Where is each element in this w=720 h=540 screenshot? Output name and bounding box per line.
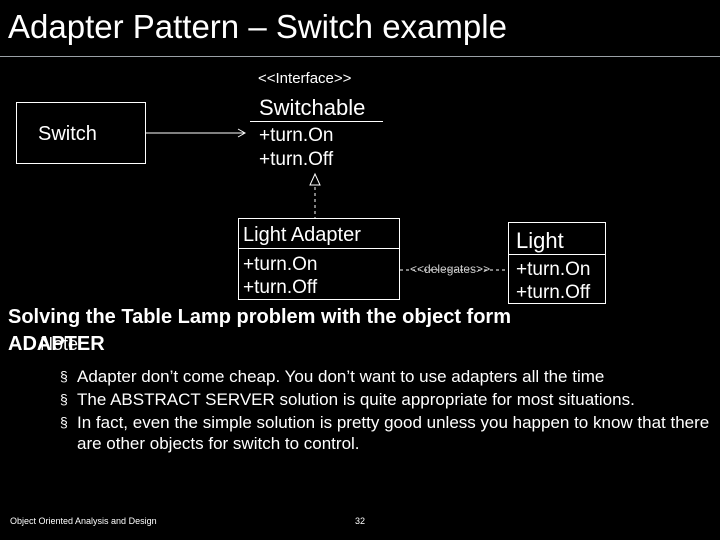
- slide-title: Adapter Pattern – Switch example: [8, 8, 507, 45]
- interface-name: Switchable: [259, 95, 366, 120]
- association-arrowhead: [237, 128, 247, 138]
- light-op-turn-off: +turn.Off: [516, 282, 591, 303]
- footer-course: Object Oriented Analysis and Design: [10, 516, 157, 526]
- delegates-label: <<delegates>>: [410, 262, 491, 276]
- interface-op-turn-on: +turn.On: [259, 125, 334, 146]
- light-adapter-class-name: Light Adapter: [243, 224, 361, 246]
- light-class-name: Light: [516, 228, 564, 253]
- light-divider: [508, 254, 606, 255]
- light-adapter-divider: [238, 248, 400, 249]
- bullet-list: Adapter don’t come cheap. You don’t want…: [60, 366, 720, 456]
- subtitle-line-1: Solving the Table Lamp problem with the …: [8, 306, 511, 328]
- bullet-item: Adapter don’t come cheap. You don’t want…: [60, 366, 720, 387]
- bullet-item: The ABSTRACT SERVER solution is quite ap…: [60, 389, 720, 410]
- switch-class-box: Switch: [16, 102, 146, 164]
- note-label: Note: [40, 334, 79, 354]
- light-class-box: [508, 222, 606, 304]
- title-divider: [0, 56, 720, 57]
- light-op-turn-on: +turn.On: [516, 259, 591, 280]
- interface-op-turn-off: +turn.Off: [259, 149, 334, 170]
- bullet-item: In fact, even the simple solution is pre…: [60, 412, 720, 454]
- adapter-op-turn-off: +turn.Off: [243, 277, 318, 298]
- realization-arrowhead: [309, 172, 321, 186]
- light-adapter-class-box: [238, 218, 400, 300]
- footer-page-number: 32: [355, 516, 366, 526]
- subtitle-line-2: ADAPTER: [8, 333, 105, 355]
- interface-divider: [250, 121, 383, 122]
- interface-stereotype: <<Interface>>: [258, 70, 352, 87]
- switch-class-name: Switch: [38, 123, 97, 145]
- adapter-op-turn-on: +turn.On: [243, 254, 318, 275]
